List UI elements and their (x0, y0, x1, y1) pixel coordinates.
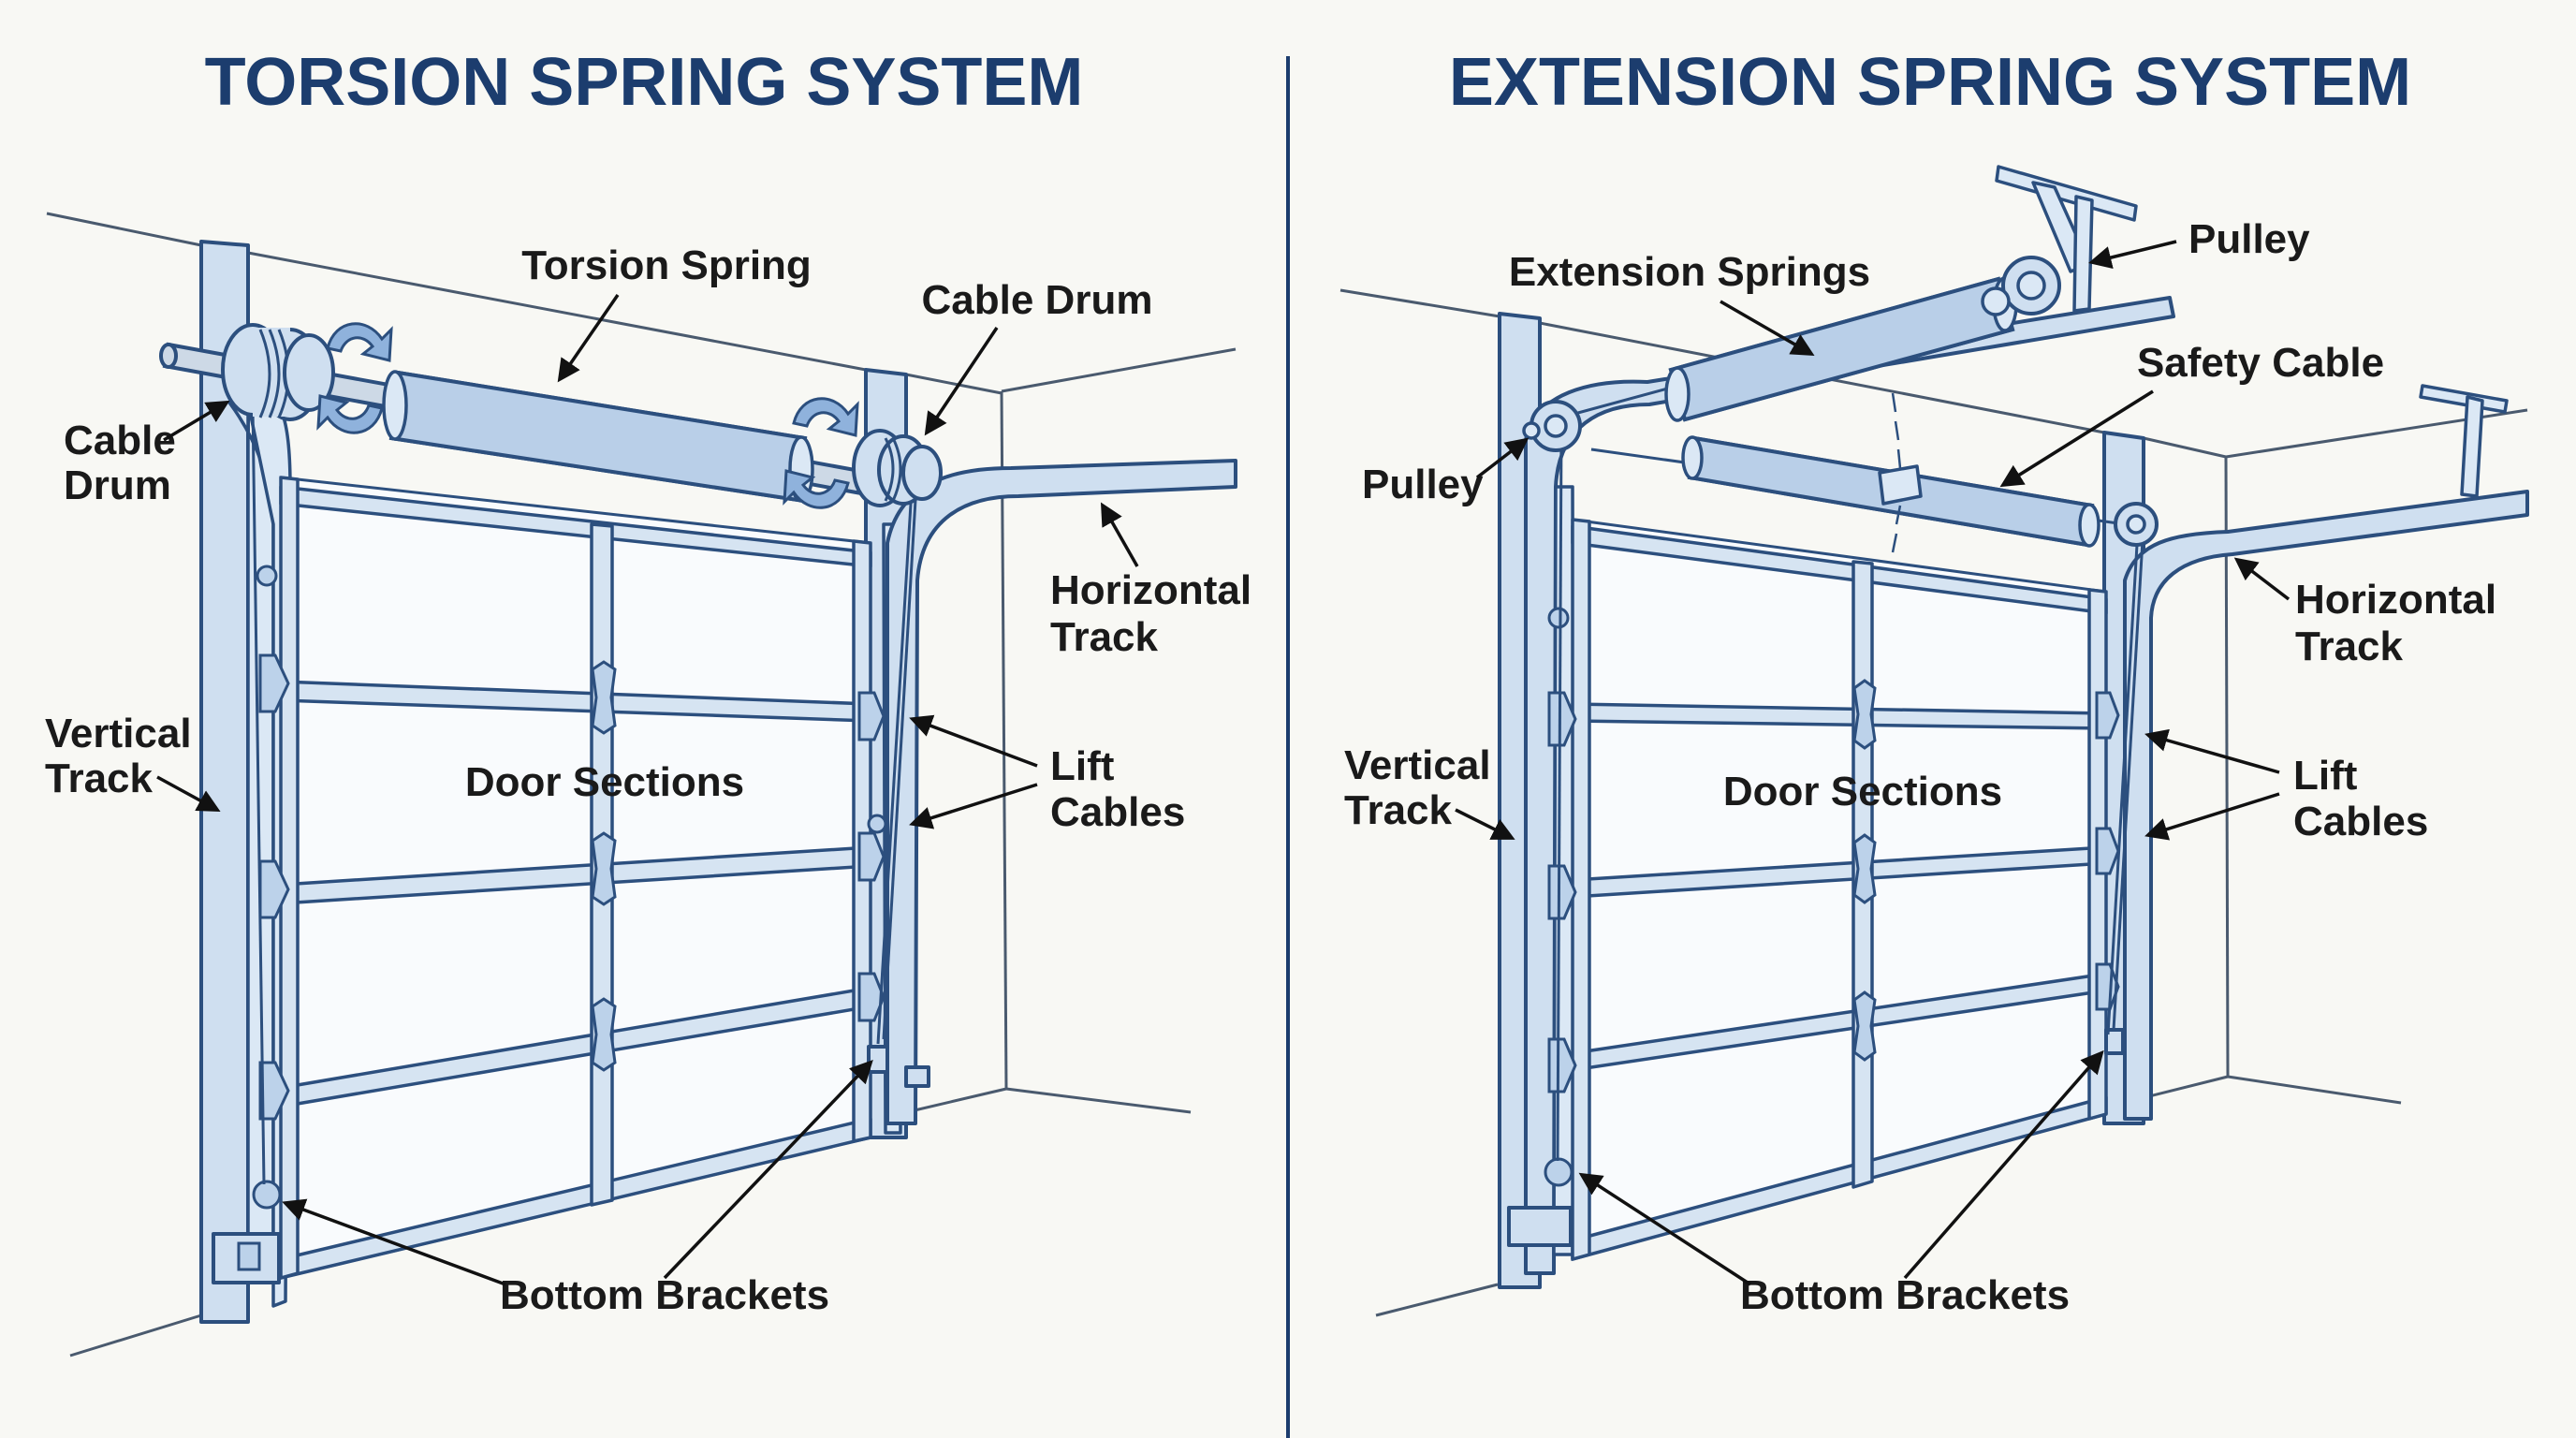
leader-bottom-brackets-right (663, 1060, 873, 1280)
rotation-arrow-right (783, 397, 859, 509)
ext-right-pulley (2114, 502, 2159, 547)
label-pulley-top: Pulley (2188, 216, 2310, 262)
label-pulley-left: Pulley (1362, 462, 1484, 507)
left-lift-cable (251, 406, 266, 1185)
ext-left-lift-cable (1556, 430, 1563, 1162)
label-vertical-track-1: Vertical (45, 711, 192, 756)
label-torsion-spring: Torsion Spring (521, 242, 812, 288)
right-lift-cable-2 (876, 472, 915, 1045)
right-cable-drum (852, 429, 943, 507)
ceiling-bracket-right (2419, 384, 2509, 498)
leader-cable-drum-right (924, 327, 999, 436)
label-bottom-brackets: Bottom Brackets (500, 1272, 829, 1318)
right-title: EXTENSION SPRING SYSTEM (1449, 45, 2411, 120)
label-ext-vertical-track-1: Vertical (1344, 742, 1491, 788)
leader-vertical-track (156, 775, 221, 812)
label-safety-cable: Safety Cable (2137, 340, 2384, 386)
label-ext-door-sections: Door Sections (1723, 769, 2002, 814)
label-horizontal-track-2: Track (1050, 614, 1159, 660)
leader-lift-cables-b (909, 783, 1038, 829)
extension-system-illustration: Extension Springs Pulley Safety Cable Pu… (1339, 165, 2529, 1318)
label-extension-springs: Extension Springs (1509, 249, 1870, 295)
safety-chain (1878, 392, 1923, 553)
label-cable-drum-left-1: Cable (64, 418, 176, 463)
leader-ext-bottom-brackets-left (1578, 1172, 1751, 1286)
label-ext-vertical-track-2: Track (1344, 787, 1453, 833)
leader-ext-bottom-brackets-right (1903, 1049, 2104, 1280)
torsion-system-illustration: Torsion Spring Cable Drum Cable Drum Hor… (45, 212, 1251, 1357)
leader-extension-springs (1720, 300, 1815, 357)
label-door-sections: Door Sections (465, 759, 744, 805)
leader-pulley-left (1475, 437, 1530, 479)
leader-lift-cables-a (909, 714, 1038, 768)
label-ext-horizontal-track-2: Track (2295, 624, 2404, 669)
upper-extension-spring (1664, 276, 2018, 422)
leader-safety-cable (1999, 389, 2154, 488)
rotation-arrow-left (316, 322, 393, 434)
ext-top-pulley (1981, 256, 2061, 316)
left-title: TORSION SPRING SYSTEM (205, 45, 1084, 120)
ext-left-pulley (1522, 400, 1582, 452)
leader-horizontal-track (1100, 502, 1139, 567)
label-lift-cables-2: Cables (1050, 789, 1185, 835)
left-cable-drum (221, 323, 335, 421)
ext-door-sections-graphic (1547, 518, 2120, 1261)
leader-pulley-top (2088, 240, 2177, 270)
ext-right-lift-cable (2112, 523, 2145, 1031)
label-ext-lift-cables-2: Cables (2293, 799, 2428, 844)
label-cable-drum-left-2: Drum (64, 462, 171, 508)
torsion-bottom-brackets (212, 1045, 930, 1284)
ext-right-lift-cable-2 (2106, 528, 2140, 1035)
leader-ext-lift-cables-b (2144, 792, 2280, 841)
label-vertical-track-2: Track (45, 756, 154, 801)
label-ext-horizontal-track-1: Horizontal (2295, 577, 2496, 623)
label-cable-drum-right: Cable Drum (922, 277, 1153, 323)
label-horizontal-track-1: Horizontal (1050, 567, 1251, 613)
label-ext-bottom-brackets: Bottom Brackets (1740, 1272, 2070, 1318)
leader-ext-lift-cables-a (2144, 728, 2280, 774)
leader-cable-drum-left (163, 400, 230, 442)
label-ext-lift-cables-1: Lift (2293, 753, 2358, 799)
label-lift-cables-1: Lift (1050, 743, 1115, 789)
ceiling-bracket-left (1995, 165, 2138, 313)
leader-ext-horizontal-track (2233, 557, 2291, 601)
door-sections-graphic (256, 476, 887, 1280)
ext-bottom-brackets (1507, 1028, 2125, 1247)
leader-bottom-brackets-left (282, 1198, 506, 1286)
leader-ext-vertical-track (1455, 808, 1515, 840)
garage-walls (46, 212, 1237, 1357)
leader-torsion-spring (557, 294, 620, 383)
right-lift-cable (882, 467, 919, 1040)
torsion-spring-graphic (382, 370, 814, 503)
